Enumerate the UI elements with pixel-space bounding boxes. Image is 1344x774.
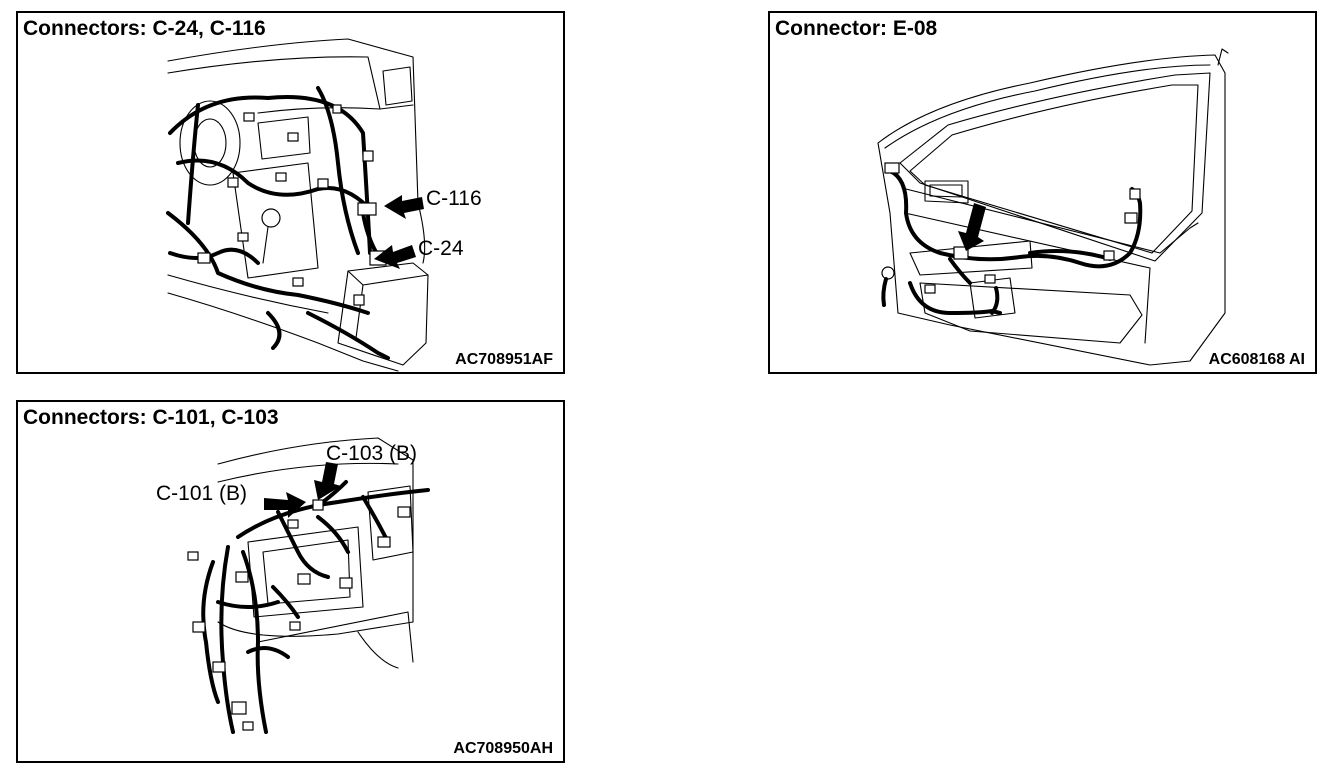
panel-title: Connectors: C-24, C-116 [23,17,266,40]
dashboard-harness-illustration-2 [187,437,430,734]
figure-code: AC608168 AI [1208,351,1305,368]
figure-code: AC708950AH [453,740,553,757]
callout-c103: C-103 (B) [326,442,418,465]
arrow-c103 [314,462,341,500]
arrow-e08 [958,203,986,251]
arrow-c101 [264,492,306,518]
callout-c116: C-116 [426,187,482,210]
panel-title: Connector: E-08 [775,17,938,40]
callout-c24: C-24 [418,237,464,260]
panel-title: Connectors: C-101, C-103 [23,406,279,429]
diagram-panel-c24-c116: Connectors: C-24, C-116 C-116 C-24 AC708… [16,11,565,374]
arrow-c24 [374,245,416,269]
callout-c101: C-101 (B) [156,482,248,505]
door-harness-illustration [877,48,1229,366]
diagram-panel-c101-c103: Connectors: C-101, C-103 C-103 (B) C-101… [16,400,565,763]
figure-code: AC708951AF [455,351,553,368]
arrow-c116 [384,195,424,219]
diagram-panel-e08: Connector: E-08 AC608168 AI [768,11,1317,374]
dashboard-harness-illustration [166,38,429,372]
